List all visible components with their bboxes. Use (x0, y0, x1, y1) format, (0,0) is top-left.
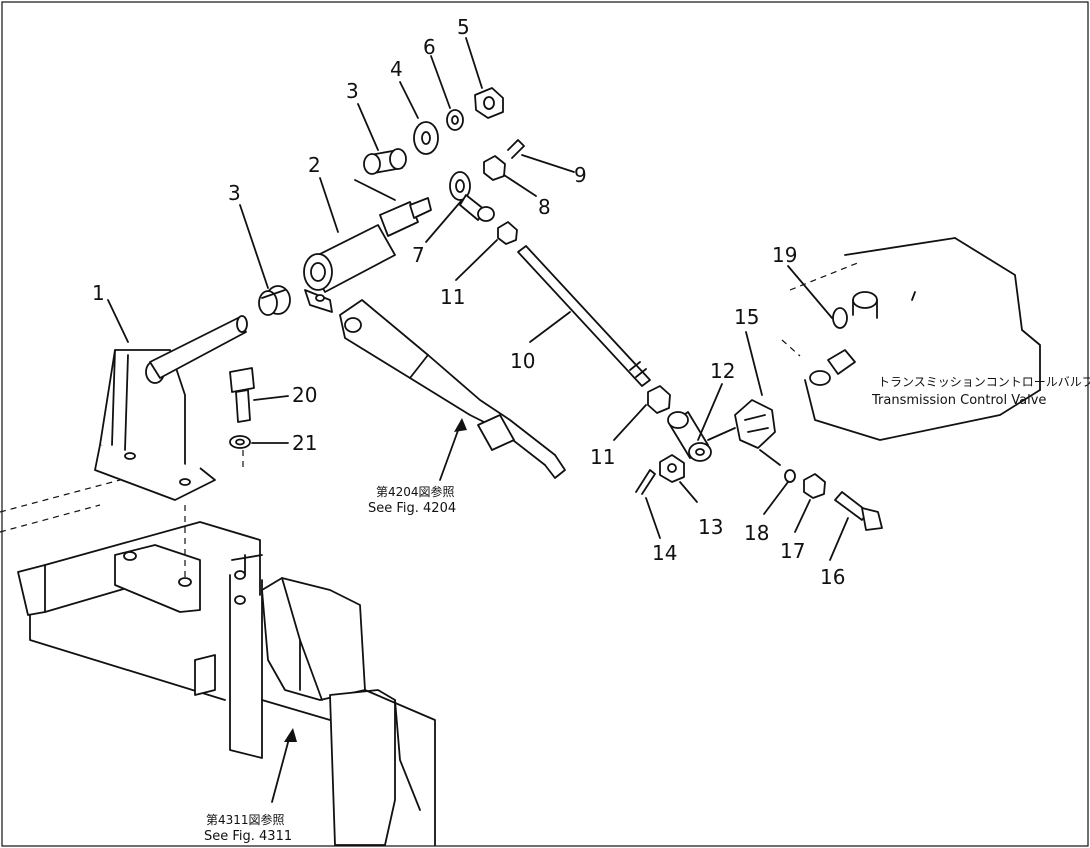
control-cable (339, 299, 566, 481)
callout-10: 10 (510, 349, 535, 373)
transmission-control-valve (781, 237, 1041, 441)
nut-11-lower (647, 385, 671, 414)
callout-labels: 1 2 3 3 4 5 6 7 8 9 10 11 11 12 13 14 15… (92, 15, 845, 589)
callout-6: 6 (423, 35, 436, 59)
callout-18: 18 (744, 521, 769, 545)
valve-label-jp: トランスミッションコントロールバルブ (878, 374, 1090, 389)
small-washer-part (446, 109, 464, 131)
callout-12: 12 (710, 359, 735, 383)
callout-5: 5 (457, 15, 470, 39)
callout-9: 9 (574, 163, 587, 187)
nut-17 (803, 473, 826, 499)
cotter-pin-14 (635, 469, 656, 495)
joint-part (667, 411, 712, 462)
callout-11-upper: 11 (440, 285, 465, 309)
fig4311-note-jp: 第4311図参照 (206, 812, 285, 827)
nut-11-upper (497, 221, 518, 245)
bolt-16 (834, 491, 883, 531)
callout-14: 14 (652, 541, 677, 565)
rod-part (517, 245, 651, 387)
bracket-part (94, 315, 255, 501)
bearing-part-upper (363, 148, 407, 175)
callout-19: 19 (772, 243, 797, 267)
callout-7: 7 (412, 243, 425, 267)
cotter-pin-9 (507, 139, 525, 159)
valve-label-en: Transmission Control Valve (871, 393, 1046, 408)
washer-part (413, 121, 439, 155)
callout-15: 15 (734, 305, 759, 329)
callout-8: 8 (538, 195, 551, 219)
reference-notes: トランスミッションコントロールバルブ Transmission Control … (204, 374, 1090, 844)
callout-17: 17 (780, 539, 805, 563)
nut-part (474, 87, 504, 119)
callout-3-lower: 3 (228, 181, 241, 205)
fig4311-note-en: See Fig. 4311 (204, 829, 292, 844)
nut-8 (483, 155, 506, 181)
callout-13: 13 (698, 515, 723, 539)
callout-11-lower: 11 (590, 445, 615, 469)
leader-lines (107, 37, 849, 561)
frame-base (0, 479, 436, 846)
lever-part (303, 179, 432, 313)
fig4204-note-jp: 第4204図参照 (376, 484, 455, 499)
callout-20: 20 (292, 383, 317, 407)
callout-21: 21 (292, 431, 317, 455)
fig4204-note-en: See Fig. 4204 (368, 501, 456, 516)
callout-16: 16 (820, 565, 845, 589)
callout-1: 1 (92, 281, 105, 305)
castle-nut-13 (659, 454, 685, 483)
callout-3-upper: 3 (346, 79, 359, 103)
rod-end-part (449, 171, 495, 222)
bearing-part (258, 285, 291, 316)
callout-4: 4 (390, 57, 403, 81)
ball-joint-part (707, 399, 781, 466)
callout-2: 2 (308, 153, 321, 177)
washer-18 (784, 469, 796, 483)
